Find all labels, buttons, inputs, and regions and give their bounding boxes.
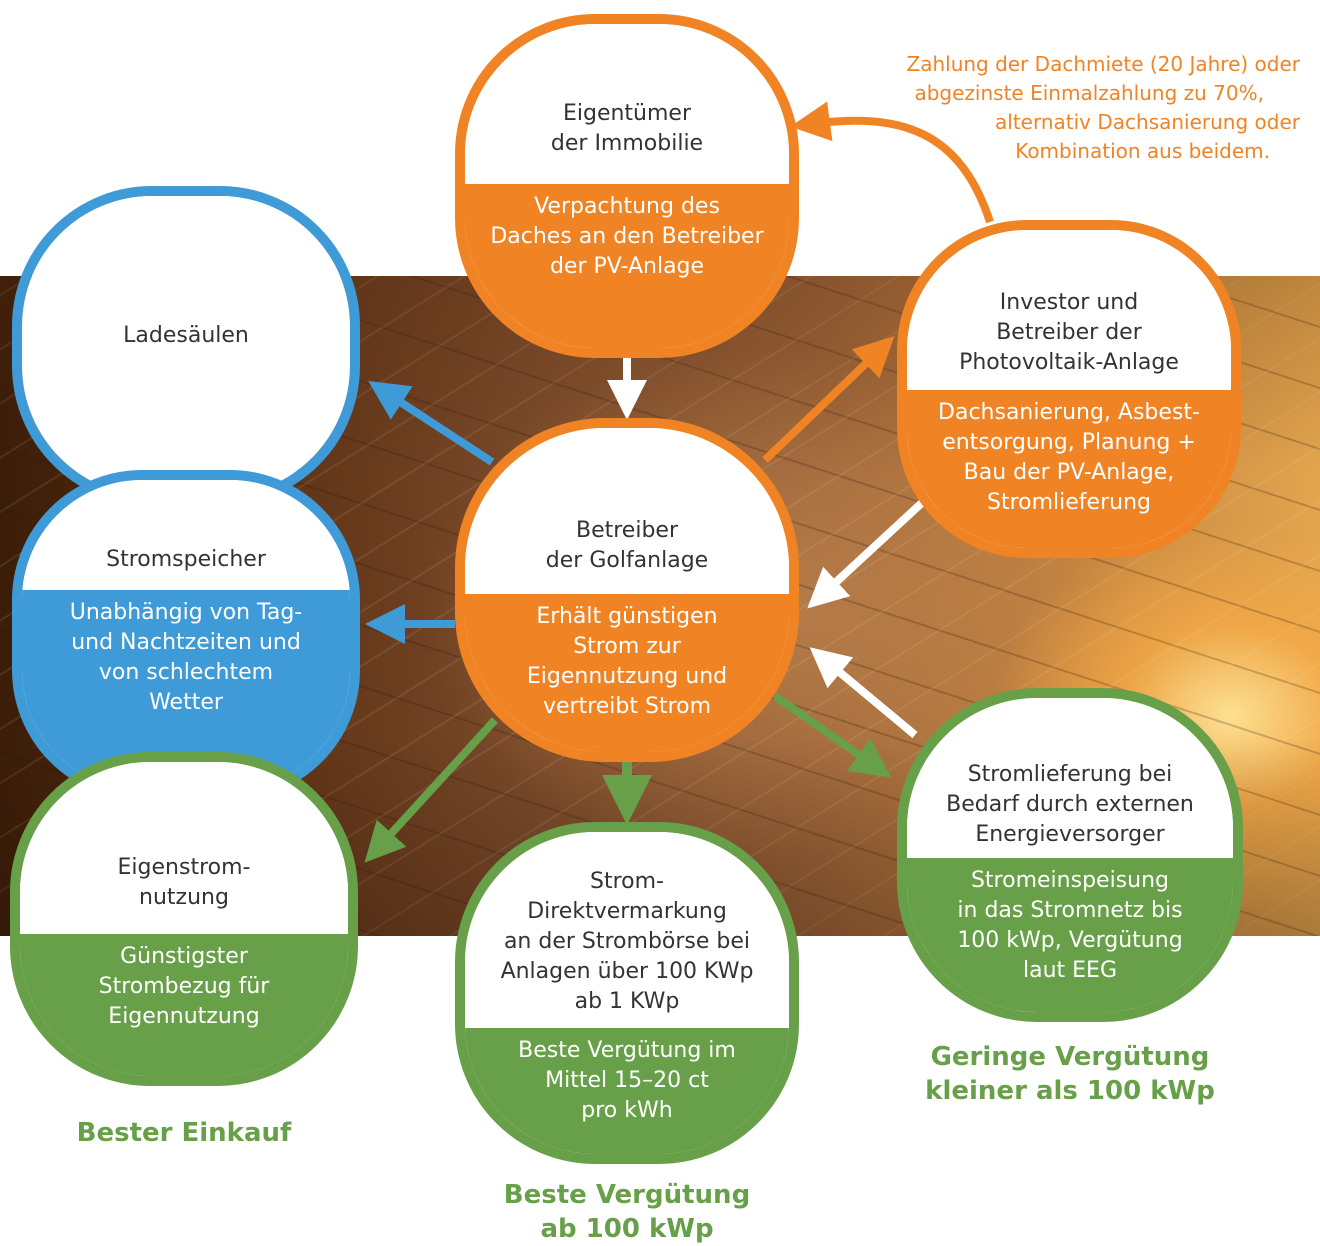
note-line: Kombination aus beidem.	[1015, 139, 1270, 163]
node-title: Investor und Betreiber der Photovoltaik-…	[907, 230, 1231, 390]
arrow-investor-to-golf	[807, 497, 928, 609]
body-line: und Nachtzeiten und	[71, 630, 301, 655]
body-line: vertreibt Strom	[542, 694, 712, 719]
node-title: Ladesäulen	[22, 196, 350, 496]
body-line: entsorgung, Planung +	[942, 430, 1196, 455]
node-charging-stations: Ladesäulen	[12, 186, 360, 506]
caption-line: Beste Vergütung	[503, 1180, 751, 1210]
title-line: ab 1 KWp	[574, 989, 680, 1014]
title-line: Stromspeicher	[106, 547, 266, 572]
node-title: Stromlieferung bei Bedarf durch externen…	[907, 698, 1233, 858]
body-line: Bau der PV-Anlage,	[963, 460, 1175, 485]
node-investor-operator: Investor und Betreiber der Photovoltaik-…	[897, 220, 1241, 558]
title-line: Stromlieferung bei	[967, 762, 1173, 787]
body-line: laut EEG	[1022, 958, 1117, 983]
node-title: Strom- Direktvermarkung an der Strombörs…	[465, 832, 789, 1028]
body-line: 100 kWp, Vergütung	[957, 928, 1183, 953]
node-title: Stromspeicher	[22, 480, 350, 590]
body-line: in das Stromnetz bis	[957, 898, 1183, 923]
caption-line: ab 100 kWp	[540, 1214, 714, 1244]
body-line: Verpachtung des	[534, 194, 720, 219]
node-body: Unabhängig von Tag- und Nachtzeiten und …	[22, 590, 350, 790]
title-line: Investor und	[999, 289, 1139, 315]
caption-best-purchase: Bester Einkauf	[10, 1116, 358, 1150]
caption-line: kleiner als 100 kWp	[925, 1076, 1215, 1106]
title-line: Direktvermarkung	[527, 899, 727, 924]
body-line: der PV-Anlage	[549, 254, 705, 279]
title-line: an der Strombörse bei	[503, 929, 751, 954]
arrow-grid-to-golf	[809, 647, 918, 739]
title-line: Ladesäulen	[123, 323, 249, 348]
node-body: Stromeinspeisung in das Stromnetz bis 10…	[907, 858, 1233, 1012]
caption-low-compensation: Geringe Vergütung kleiner als 100 kWp	[897, 1040, 1243, 1108]
node-title: Eigenstrom- nutzung	[20, 762, 348, 934]
caption-line: Geringe Vergütung	[930, 1042, 1210, 1072]
title-line: Betreiber der	[996, 319, 1142, 345]
title-line: der Golfanlage	[545, 548, 709, 573]
node-property-owner: Eigentümer der Immobilie Verpachtung des…	[455, 14, 799, 358]
body-line: von schlechtem	[98, 660, 274, 685]
title-line: der Immobilie	[550, 131, 704, 156]
node-golf-operator: Betreiber der Golfanlage Erhält günstige…	[455, 418, 799, 762]
title-line: Anlagen über 100 KWp	[500, 959, 754, 984]
body-line: Strombezug für	[98, 974, 270, 999]
node-title: Eigentümer der Immobilie	[465, 24, 789, 184]
note-line: alternativ Dachsanierung oder	[995, 110, 1300, 134]
note-line: Zahlung der Dachmiete (20 Jahre) oder	[906, 52, 1301, 76]
title-line: Strom-	[590, 869, 664, 894]
node-direct-marketing: Strom- Direktvermarkung an der Strombörs…	[455, 822, 799, 1164]
title-line: Energieversorger	[975, 822, 1165, 847]
arrow-golf-to-charging	[368, 381, 495, 466]
note-line: abgezinste Einmalzahlung zu 70%,	[914, 81, 1264, 105]
arrow-investor-to-owner	[790, 101, 994, 224]
node-self-consumption: Eigenstrom- nutzung Günstigster Strombez…	[10, 752, 358, 1086]
roof-rent-payment-note: Zahlung der Dachmiete (20 Jahre) oder ab…	[800, 50, 1301, 166]
body-line: Strom zur	[573, 634, 681, 659]
node-energy-storage: Stromspeicher Unabhängig von Tag- und Na…	[12, 470, 360, 800]
body-line: Dachsanierung, Asbest-	[938, 400, 1200, 425]
node-title: Betreiber der Golfanlage	[465, 428, 789, 594]
arrow-golf-to-investor	[762, 336, 895, 463]
node-body: Verpachtung des Daches an den Betreiber …	[465, 184, 789, 348]
body-line: Mittel 15–20 ct	[545, 1068, 709, 1093]
node-body: Dachsanierung, Asbest- entsorgung, Planu…	[907, 390, 1231, 548]
body-line: Stromlieferung	[987, 490, 1151, 515]
body-line: Stromeinspeisung	[970, 868, 1169, 893]
body-line: Erhält günstigen	[536, 604, 718, 629]
caption-line: Bester Einkauf	[76, 1118, 292, 1148]
body-line: Eigennutzung	[108, 1004, 260, 1029]
node-body: Beste Vergütung im Mittel 15–20 ct pro k…	[465, 1028, 789, 1154]
arrow-golf-to-grid	[772, 692, 892, 778]
body-line: Wetter	[149, 690, 223, 715]
body-line: Unabhängig von Tag-	[69, 600, 303, 625]
title-line: Bedarf durch externen	[946, 792, 1194, 817]
title-line: Eigentümer	[562, 101, 692, 126]
title-line: Eigenstrom-	[117, 855, 251, 880]
body-line: Eigennutzung und	[526, 664, 728, 689]
title-line: nutzung	[139, 885, 229, 910]
title-line: Photovoltaik-Anlage	[959, 349, 1179, 375]
body-line: Günstigster	[120, 944, 248, 969]
title-line: Betreiber	[575, 518, 678, 543]
node-body: Günstigster Strombezug für Eigennutzung	[20, 934, 348, 1076]
body-line: Beste Vergütung im	[518, 1038, 736, 1063]
node-body: Erhält günstigen Strom zur Eigennutzung …	[465, 594, 789, 752]
arrow-golf-to-self-use	[364, 717, 498, 863]
node-grid-supply: Stromlieferung bei Bedarf durch externen…	[897, 688, 1243, 1022]
body-line: Daches an den Betreiber	[490, 224, 764, 249]
body-line: pro kWh	[581, 1098, 673, 1123]
caption-best-compensation: Beste Vergütung ab 100 kWp	[455, 1178, 799, 1246]
